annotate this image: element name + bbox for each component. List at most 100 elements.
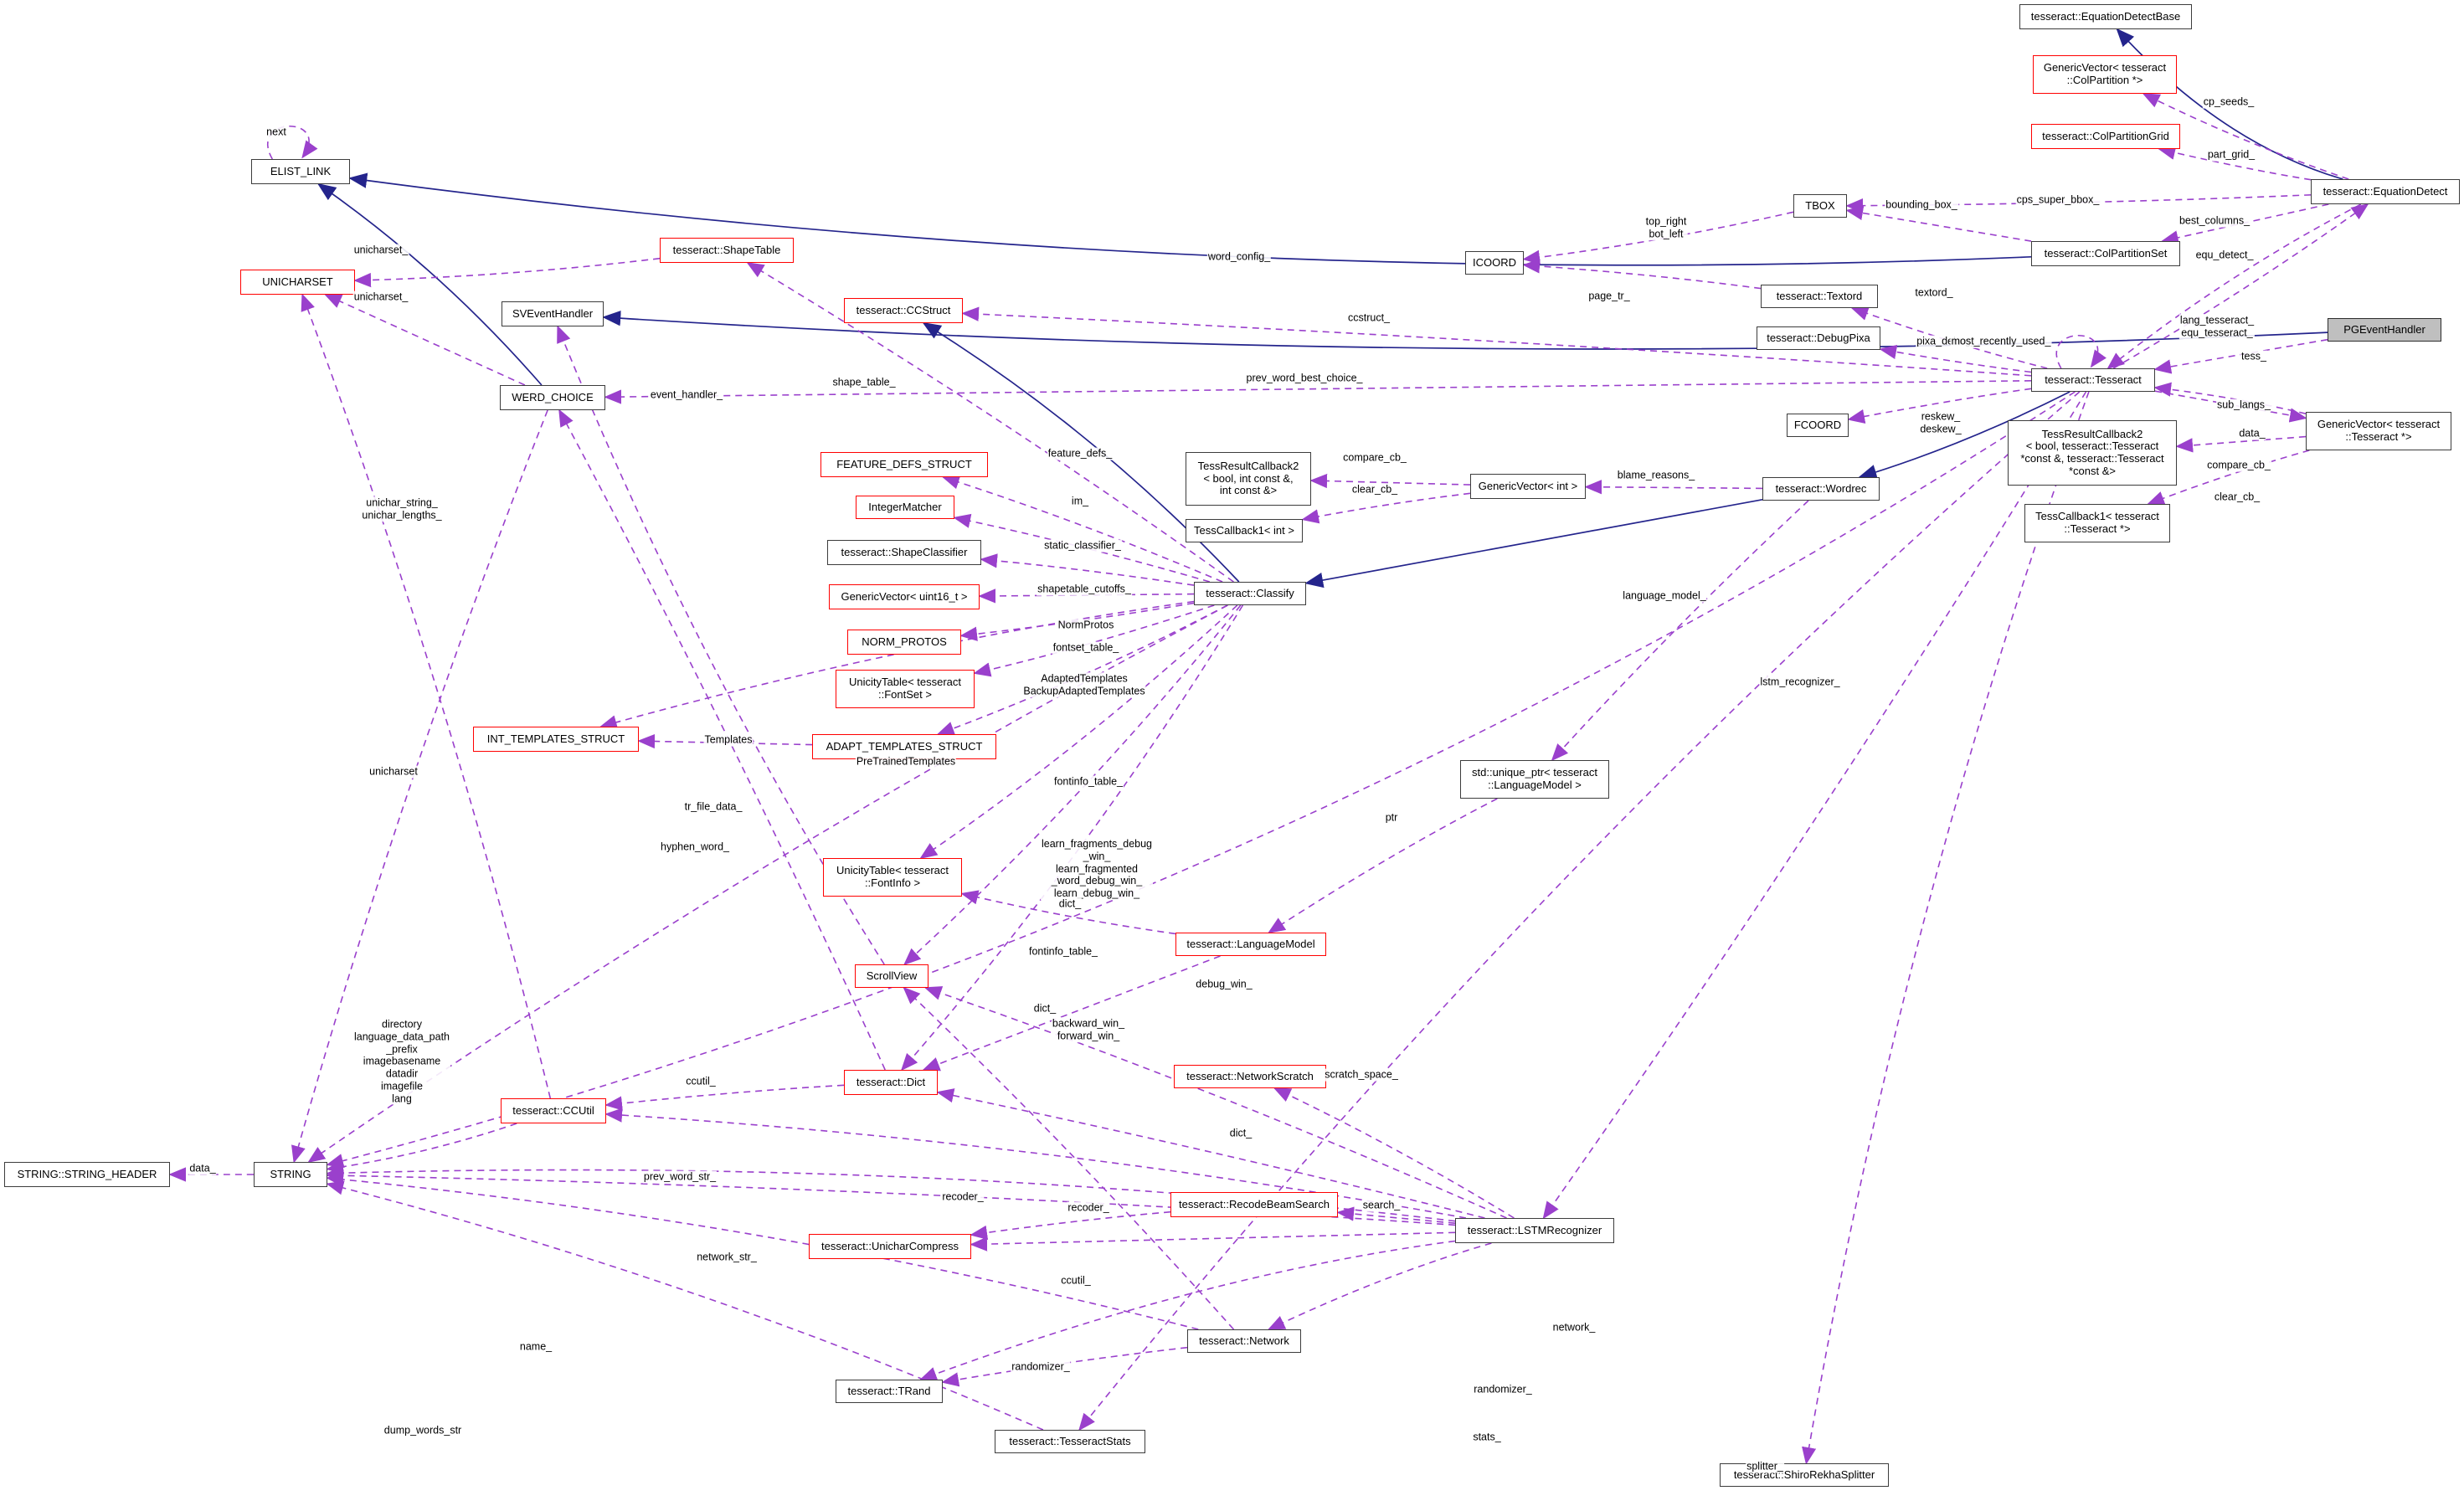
node-ccUtil[interactable]: tesseract::CCUtil — [501, 1098, 606, 1123]
edge-classify-shapeClassifier — [980, 553, 1195, 586]
node-lstmRecognizer[interactable]: tesseract::LSTMRecognizer — [1455, 1218, 1614, 1243]
edge-tbox-icoord — [1522, 211, 1794, 265]
edge-classify-utFontSet — [973, 604, 1215, 677]
edge-equationDetect-equationDetectBase — [2116, 28, 2343, 180]
node-classify[interactable]: tesseract::Classify — [1194, 582, 1306, 605]
edge-pgEventHandler-svEventHandler — [602, 310, 2328, 350]
node-genVecInt[interactable]: GenericVector< int > — [1470, 474, 1586, 499]
edge-werdChoice-string — [291, 409, 548, 1164]
edge-lstmRecognizer-network — [1267, 1242, 1492, 1330]
node-recodeBeamSearch[interactable]: tesseract::RecodeBeamSearch — [1170, 1192, 1338, 1217]
node-trand[interactable]: tesseract::TRand — [836, 1380, 943, 1403]
node-pgEventHandler[interactable]: PGEventHandler — [2328, 318, 2441, 342]
edge-tesseract-tesseractStats — [1078, 391, 2081, 1431]
node-adaptTemplates[interactable]: ADAPT_TEMPLATES_STRUCT — [812, 734, 996, 759]
edge-lstmRecognizer-scrollView — [923, 986, 1507, 1219]
edge-network-scrollView — [903, 986, 1235, 1330]
edge-colPartitionSet-tbox — [1845, 205, 2032, 242]
edge-classify-scrollView — [903, 604, 1242, 966]
edge-lstmRecognizer-string — [326, 1168, 1456, 1226]
edge-lstmRecognizer-networkScratch — [1273, 1087, 1515, 1219]
node-uniquePtrLM[interactable]: std::unique_ptr< tesseract ::LanguageMod… — [1460, 760, 1609, 799]
node-werdChoice[interactable]: WERD_CHOICE — [500, 385, 605, 410]
node-unicharset[interactable]: UNICHARSET — [240, 270, 355, 295]
node-tbox[interactable]: TBOX — [1793, 194, 1847, 218]
edge-recodeBeamSearch-unicharCompress — [970, 1210, 1171, 1240]
edge-languageModel-dict — [922, 955, 1221, 1072]
edge-equationDetect-genVecColPart — [2142, 93, 2349, 180]
edge-genVecInt-trc2Int — [1309, 473, 1471, 489]
edge-lstmRecognizer-dict — [936, 1088, 1485, 1219]
node-genVecUint16[interactable]: GenericVector< uint16_t > — [829, 584, 980, 609]
node-wordrec[interactable]: tesseract::Wordrec — [1762, 477, 1880, 501]
edge-classify-genVecUint16 — [978, 589, 1195, 604]
edge-ccUtil-string — [326, 1123, 517, 1174]
node-colPartitionSet[interactable]: tesseract::ColPartitionSet — [2031, 241, 2180, 266]
node-integerMatcher[interactable]: IntegerMatcher — [856, 496, 954, 519]
node-intTemplates[interactable]: INT_TEMPLATES_STRUCT — [473, 727, 639, 752]
edge-dict-ccUtil — [604, 1084, 845, 1111]
edge-colPartitionSet-elistLink — [348, 172, 2032, 266]
node-tc1Tess[interactable]: TessCallback1< tesseract ::Tesseract *> — [2024, 504, 2170, 542]
node-string[interactable]: STRING — [254, 1162, 327, 1187]
edge-classify-utFontInfo — [919, 604, 1238, 859]
edge-wordrec-classify — [1304, 498, 1763, 589]
node-stringHeader[interactable]: STRING::STRING_HEADER — [4, 1162, 170, 1187]
node-ccStruct[interactable]: tesseract::CCStruct — [844, 298, 963, 323]
edge-werdChoice-unicharset — [324, 294, 526, 386]
node-featureDefs[interactable]: FEATURE_DEFS_STRUCT — [820, 452, 988, 477]
edge-classify-adaptTemplates — [936, 604, 1228, 736]
node-shapeTable[interactable]: tesseract::ShapeTable — [660, 238, 794, 263]
edge-adaptTemplates-intTemplates — [637, 733, 813, 749]
node-colPartitionGrid[interactable]: tesseract::ColPartitionGrid — [2031, 124, 2180, 149]
edge-wordrec-genVecInt — [1584, 480, 1763, 495]
node-genVecTess[interactable]: GenericVector< tesseract ::Tesseract *> — [2306, 412, 2451, 450]
edge-network-trand — [941, 1346, 1188, 1387]
edge-genVecTess-tesseract — [2153, 382, 2307, 414]
node-equationDetectBase[interactable]: tesseract::EquationDetectBase — [2019, 4, 2192, 29]
node-equationDetect[interactable]: tesseract::EquationDetect — [2311, 179, 2460, 204]
node-textord[interactable]: tesseract::Textord — [1761, 285, 1878, 308]
node-trc2Tess[interactable]: TessResultCallback2 < bool, tesseract::T… — [2008, 420, 2177, 486]
edge-classify-dict — [900, 604, 1244, 1072]
edge-equationDetect-tesseract — [2106, 203, 2362, 370]
edge-equationDetect-tbox — [1845, 194, 2312, 213]
node-tesseractStats[interactable]: tesseract::TesseractStats — [995, 1430, 1145, 1453]
node-network[interactable]: tesseract::Network — [1187, 1329, 1301, 1353]
node-shiroRekha[interactable]: tesseract::ShiroRekhaSplitter — [1720, 1463, 1889, 1487]
node-shapeClassifier[interactable]: tesseract::ShapeClassifier — [827, 540, 981, 565]
node-networkScratch[interactable]: tesseract::NetworkScratch — [1174, 1065, 1326, 1088]
node-scrollView[interactable]: ScrollView — [855, 964, 929, 988]
edge-tesseract-debugPixa — [1879, 344, 2032, 373]
edge-genVecInt-tc1Int — [1301, 492, 1471, 524]
node-normProtos[interactable]: NORM_PROTOS — [847, 630, 961, 655]
node-tc1Int[interactable]: TessCallback1< int > — [1186, 519, 1303, 542]
edge-equationDetect-colPartitionGrid — [2158, 145, 2312, 181]
node-utFontInfo[interactable]: UnicityTable< tesseract ::FontInfo > — [823, 858, 962, 897]
node-tesseract[interactable]: tesseract::Tesseract — [2031, 368, 2155, 392]
edge-tesseract-string — [326, 391, 2076, 1169]
edge-tesseract-equationDetect — [2112, 203, 2369, 369]
edge-elistLink-elistLink — [266, 126, 318, 160]
node-trc2Int[interactable]: TessResultCallback2 < bool, int const &,… — [1186, 452, 1311, 506]
edge-classify-string — [307, 604, 1228, 1163]
node-debugPixa[interactable]: tesseract::DebugPixa — [1757, 326, 1880, 350]
edge-genVecTess-trc2Tess — [2175, 435, 2307, 453]
node-svEventHandler[interactable]: SVEventHandler — [502, 301, 604, 326]
edge-tesseract-werdChoice — [604, 380, 2032, 404]
node-utFontSet[interactable]: UnicityTable< tesseract ::FontSet > — [836, 670, 975, 708]
node-dict[interactable]: tesseract::Dict — [844, 1070, 938, 1095]
edge-textord-icoord — [1522, 259, 1762, 290]
node-languageModel[interactable]: tesseract::LanguageModel — [1175, 933, 1326, 956]
edge-network-string — [326, 1172, 1199, 1330]
node-genVecColPart[interactable]: GenericVector< tesseract ::ColPartition … — [2033, 55, 2177, 94]
node-elistLink[interactable]: ELIST_LINK — [251, 159, 350, 184]
node-unicharCompress[interactable]: tesseract::UnicharCompress — [809, 1234, 971, 1259]
edge-tesseract-shiroRekha — [1802, 391, 2090, 1465]
edge-lstmRecognizer-trand — [918, 1240, 1456, 1381]
edge-lstmRecognizer-recodeBeamSearch — [1336, 1206, 1456, 1224]
edge-tesseract-wordrec — [1858, 391, 2070, 480]
node-icoord[interactable]: ICOORD — [1465, 251, 1524, 275]
node-fcoord[interactable]: FCOORD — [1787, 414, 1849, 437]
